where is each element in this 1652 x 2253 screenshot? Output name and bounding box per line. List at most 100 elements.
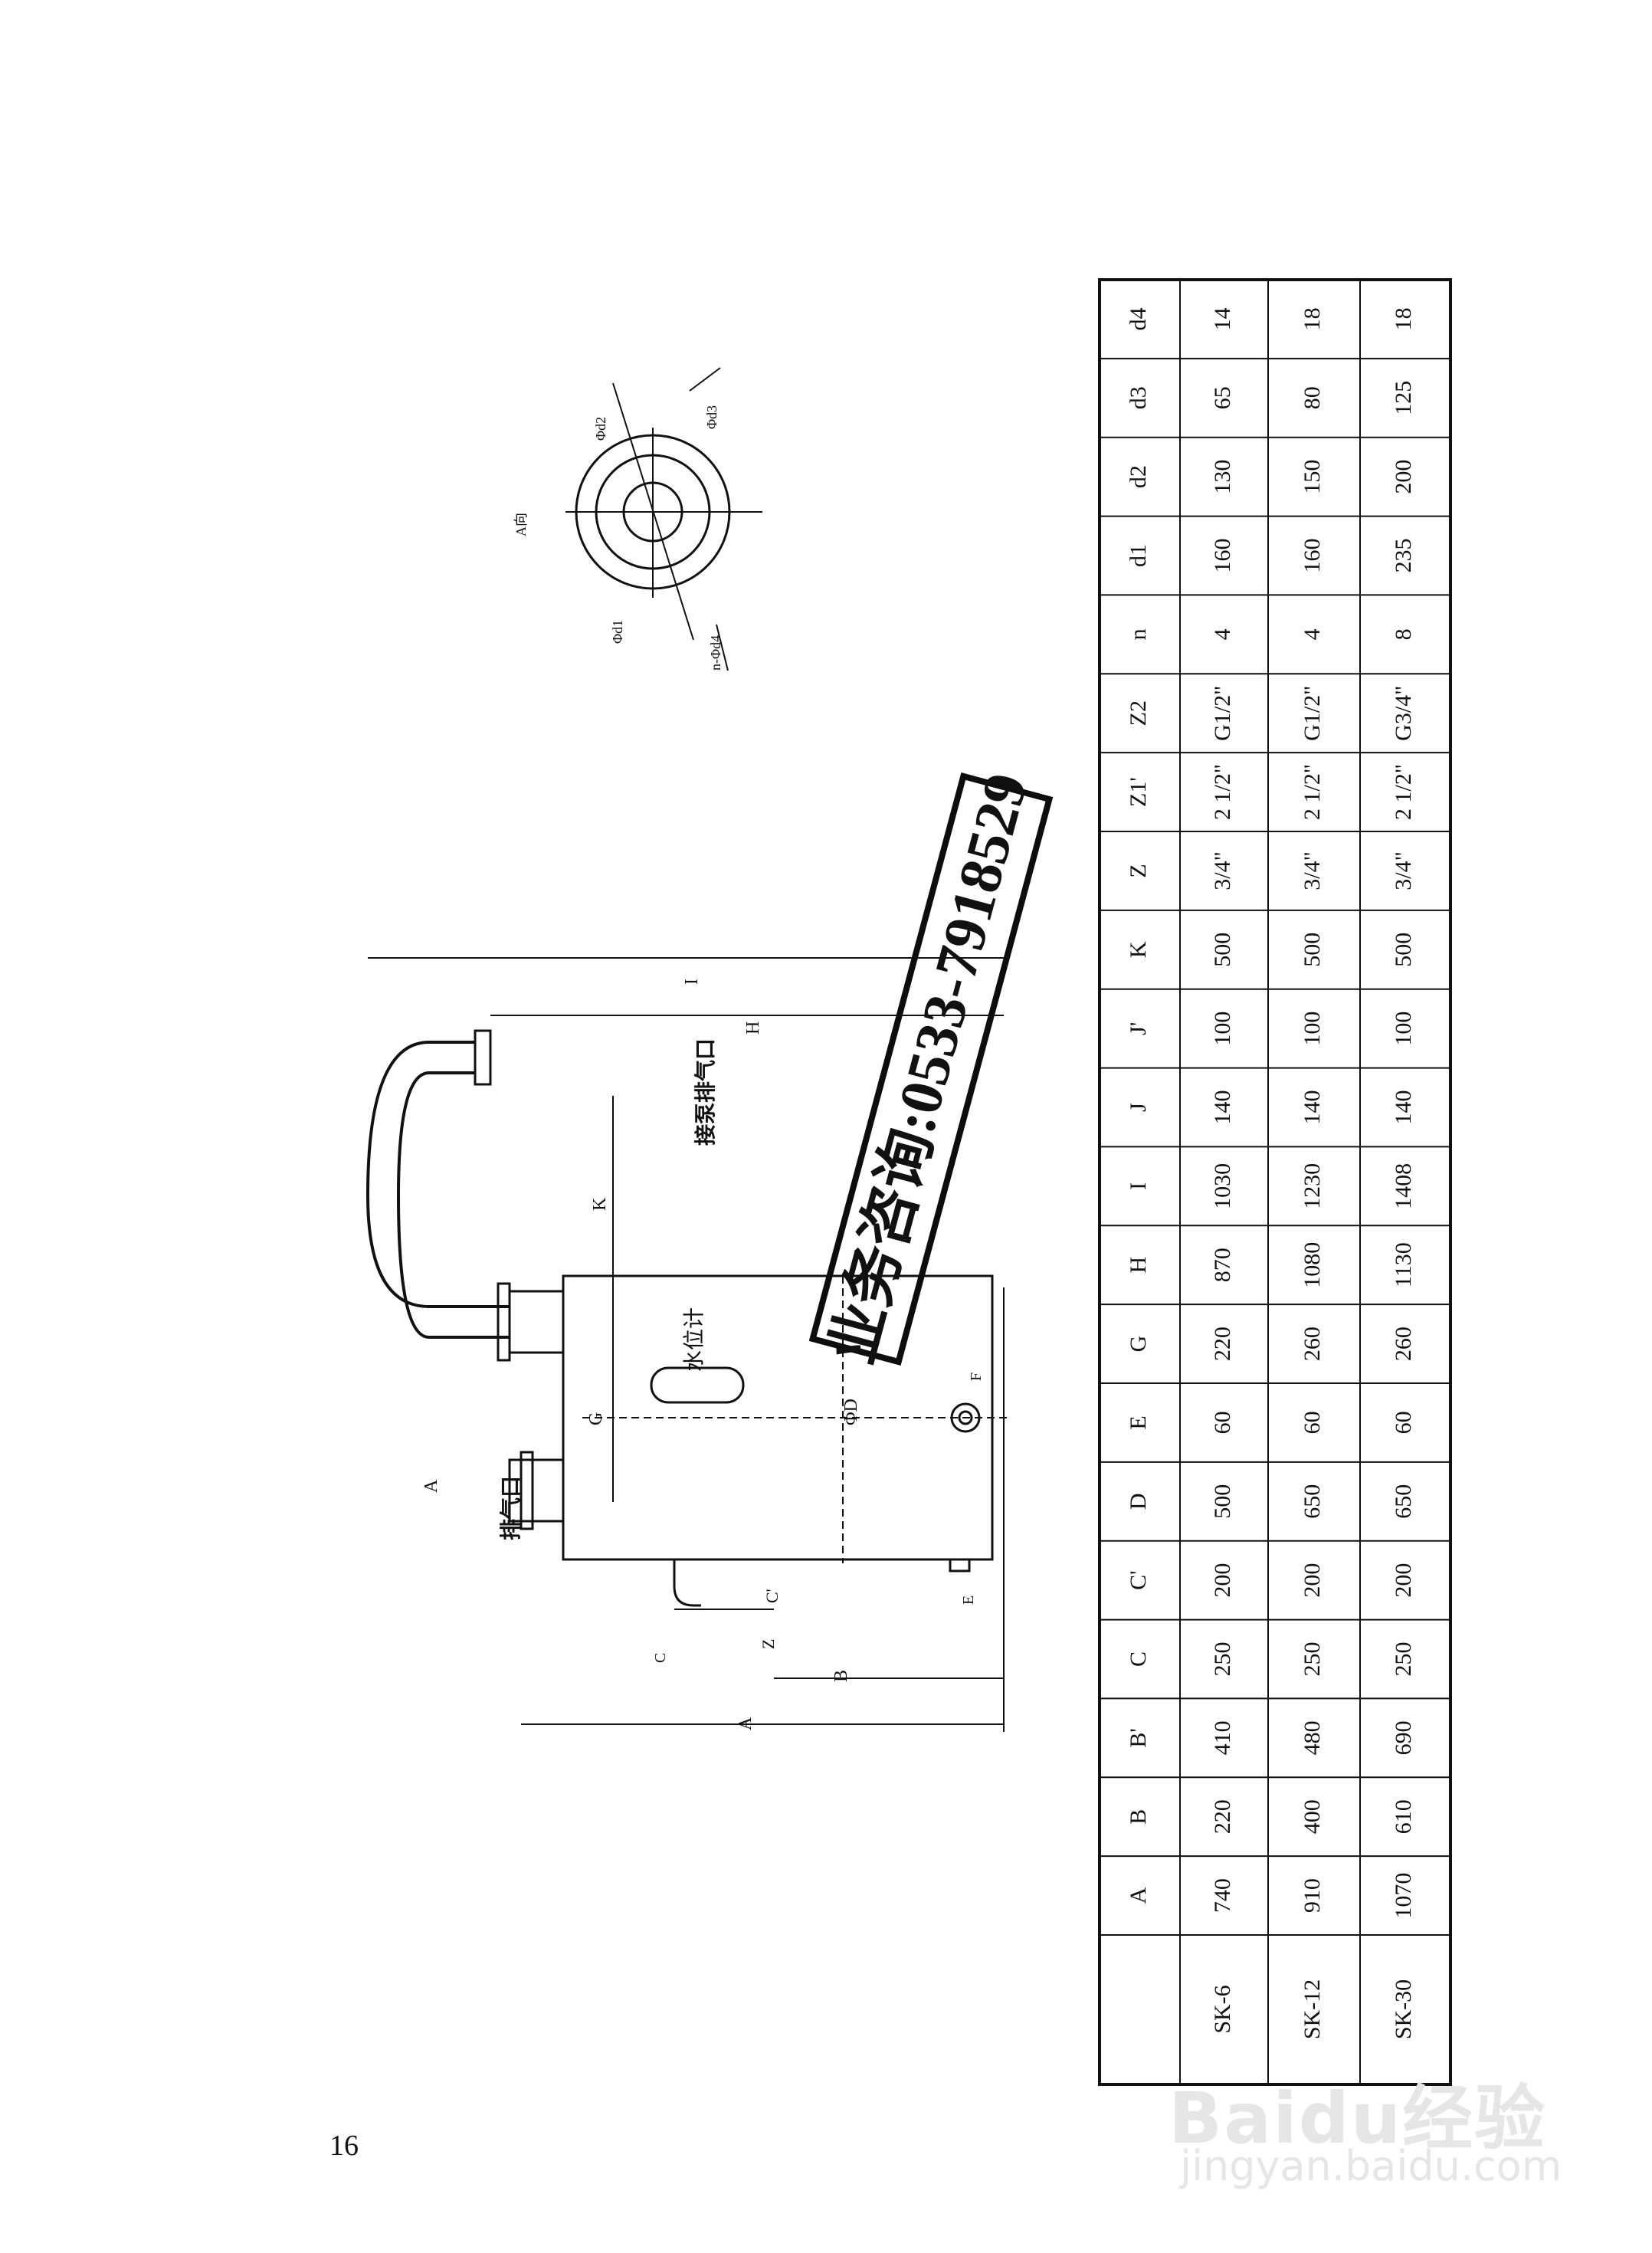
dim-a-label: A <box>736 1717 756 1730</box>
dim-e-label: E <box>960 1595 977 1605</box>
table-cell: G3/4" <box>1391 686 1416 741</box>
spec-table-frame <box>1098 278 1452 2086</box>
u-pipe-flange <box>474 1029 492 1086</box>
page-number: 16 <box>329 2130 359 2162</box>
table-header-cell: K <box>1126 941 1151 958</box>
table-cell: 3/4" <box>1300 851 1325 890</box>
table-cell: 4 <box>1210 628 1235 640</box>
pump-exhaust-port-label: 接泵排气口 <box>693 1038 718 1146</box>
flange-hole-label: n-Φd4 <box>708 635 723 671</box>
dim-c-label: C <box>652 1653 669 1663</box>
table-header-cell: A <box>1126 1887 1151 1904</box>
table-cell: 1070 <box>1391 1873 1416 1919</box>
dim-h-label: H <box>743 1022 763 1035</box>
table-cell: 140 <box>1300 1090 1325 1125</box>
table-cell: G1/2" <box>1300 686 1325 741</box>
water-gauge-label: 水位计 <box>682 1307 706 1372</box>
table-cell: 235 <box>1391 539 1416 573</box>
table-header-cell: B <box>1126 1809 1151 1825</box>
table-cell: 1130 <box>1391 1242 1416 1287</box>
table-cell: 1080 <box>1300 1242 1325 1288</box>
flange-d2-label: Φd2 <box>593 417 608 441</box>
table-header-cell: G <box>1126 1336 1151 1353</box>
dim-b-label: B <box>831 1670 851 1682</box>
table-cell: 740 <box>1210 1878 1235 1913</box>
table-cell: 410 <box>1210 1720 1235 1755</box>
table-header-cell: J' <box>1126 1022 1151 1035</box>
table-header-cell: H <box>1126 1257 1151 1274</box>
table-header-cell: J <box>1126 1103 1151 1112</box>
stamp-text: 业务咨询:0533-7918529 <box>818 766 1040 1370</box>
exhaust-pipe-stub <box>508 1458 565 1523</box>
table-cell: 500 <box>1391 933 1416 967</box>
table-header-cell: C <box>1126 1651 1151 1667</box>
table-cell: 80 <box>1300 386 1325 409</box>
dim-f-label: F <box>968 1372 985 1381</box>
table-header-cell: d3 <box>1126 386 1151 409</box>
watermark-url: jingyan.baidu.com <box>1180 2142 1562 2190</box>
table-cell: 400 <box>1300 1799 1325 1834</box>
table-header-cell: d1 <box>1126 544 1151 567</box>
table-cell: 18 <box>1391 307 1416 330</box>
table-cell: 2 1/2" <box>1210 764 1235 820</box>
table-cell: 3/4" <box>1391 851 1416 890</box>
table-cell: 65 <box>1210 386 1235 409</box>
dim-k-label: K <box>590 1197 610 1211</box>
table-cell: 500 <box>1210 1484 1235 1519</box>
table-cell: 250 <box>1391 1642 1416 1677</box>
table-cell: 2 1/2" <box>1300 764 1325 820</box>
table-header-cell: D <box>1126 1493 1151 1510</box>
table-header-cell: B' <box>1126 1728 1151 1747</box>
table-header-cell: Z <box>1126 864 1151 877</box>
flange-d1-label: Φd1 <box>610 620 625 644</box>
table-cell: 100 <box>1300 1012 1325 1046</box>
table-cell: 14 <box>1210 307 1235 330</box>
table-cell: 610 <box>1391 1799 1416 1834</box>
table-cell: 160 <box>1300 539 1325 573</box>
table-cell: 150 <box>1300 460 1325 494</box>
table-cell: SK-6 <box>1210 1985 1235 2033</box>
table-cell: 690 <box>1391 1720 1416 1755</box>
watermark-logo: Baidu经验 <box>1169 2078 1547 2160</box>
table-cell: 100 <box>1391 1012 1416 1046</box>
top-pipe-stub <box>508 1290 565 1354</box>
table-cell: SK-30 <box>1391 1979 1416 2039</box>
table-cell: 60 <box>1391 1411 1416 1434</box>
table-header-cell: I <box>1126 1182 1151 1190</box>
table-cell: SK-12 <box>1300 1979 1325 2039</box>
table-cell: 1230 <box>1300 1163 1325 1209</box>
table-cell: 4 <box>1300 628 1325 640</box>
dim-i-label: I <box>682 979 702 985</box>
table-cell: 870 <box>1210 1248 1235 1282</box>
table-cell: 650 <box>1391 1484 1416 1519</box>
phone-stamp: 业务咨询:0533-7918529 <box>808 766 1054 1371</box>
table-cell: 260 <box>1391 1327 1416 1361</box>
flange-d3-label: Φd3 <box>704 405 719 429</box>
table-cell: 130 <box>1210 460 1235 494</box>
view-a-label: A向 <box>513 513 529 536</box>
table-cell: 910 <box>1300 1878 1325 1913</box>
table-cell: 500 <box>1210 933 1235 967</box>
dim-cp-label: C' <box>762 1589 782 1603</box>
table-cell: 1030 <box>1210 1163 1235 1209</box>
arrow-a-label: A <box>421 1479 441 1493</box>
table-cell: 60 <box>1210 1411 1235 1434</box>
dim-z-label: Z <box>759 1639 778 1649</box>
table-cell: 250 <box>1210 1642 1235 1677</box>
spec-table: ABB'CC'DEGHIJJ'KZZ1'Z2nd1d2d3d4SK-674022… <box>1100 307 1450 2039</box>
table-header-cell: E <box>1126 1415 1151 1429</box>
exhaust-port-label: 排气口 <box>499 1476 523 1540</box>
dim-g-label: G <box>586 1412 606 1425</box>
table-cell: 3/4" <box>1210 851 1235 890</box>
table-cell: 220 <box>1210 1799 1235 1834</box>
table-header-cell: d2 <box>1126 465 1151 488</box>
table-cell: 250 <box>1300 1642 1325 1677</box>
table-header-cell: d4 <box>1126 307 1151 330</box>
table-cell: 500 <box>1300 933 1325 967</box>
table-cell: 200 <box>1391 1563 1416 1598</box>
water-gauge <box>650 1366 745 1404</box>
diameter-d-label: ΦD <box>841 1399 861 1425</box>
table-header-cell: Z2 <box>1126 700 1151 726</box>
